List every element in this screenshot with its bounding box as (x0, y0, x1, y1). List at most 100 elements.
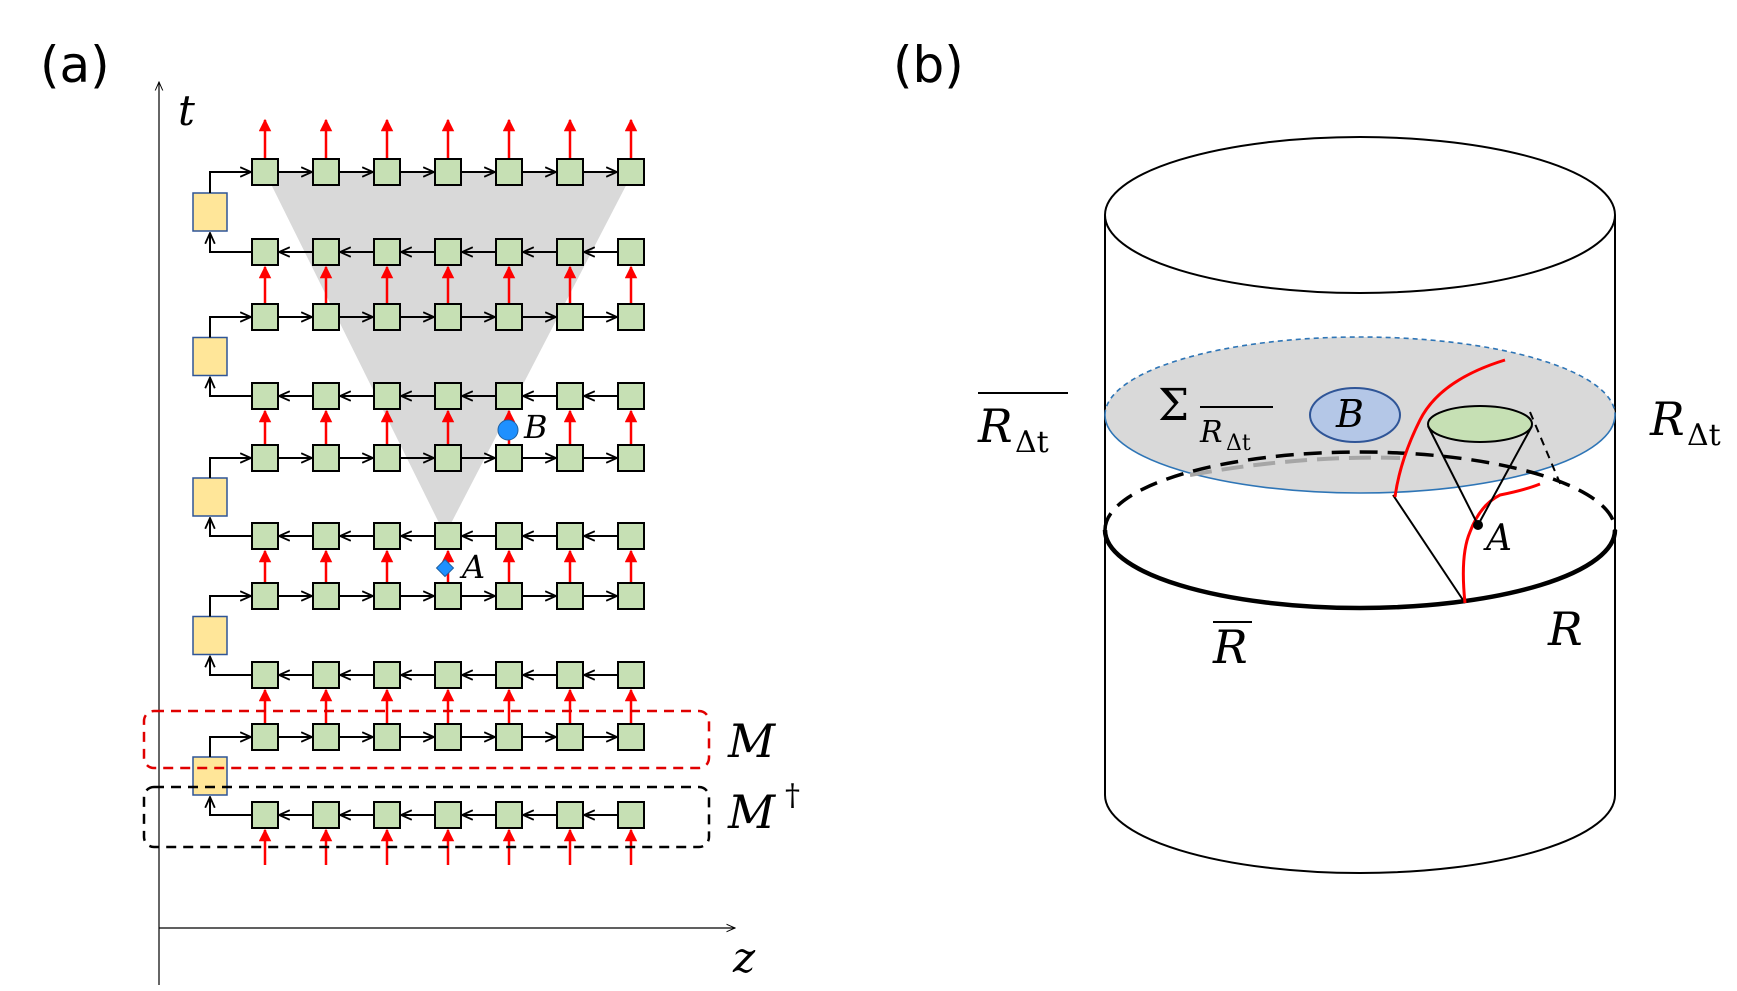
point-b-marker (497, 419, 519, 441)
slice-front-rim (1104, 414, 1616, 494)
r-dt-bar-label: R (977, 399, 1013, 453)
ancilla-wire-in (210, 797, 252, 816)
point-a-marker (435, 558, 455, 578)
tensor-node (556, 303, 584, 331)
tensor-node (495, 582, 523, 610)
tensor-node (251, 382, 279, 410)
tensor-node (556, 522, 584, 550)
rt-curve-lower (1461, 482, 1541, 604)
tensor-node (495, 382, 523, 410)
tensor-node (556, 238, 584, 266)
m-dagger-label: M (727, 785, 777, 839)
t-axis-label: t (178, 86, 195, 135)
r-bar-label: R (1212, 620, 1248, 674)
point-b-label: B (523, 408, 548, 446)
cone-side-right (1477, 425, 1533, 526)
tensor-node (495, 303, 523, 331)
ancilla-box (192, 756, 228, 796)
tensor-node (617, 303, 645, 331)
tensor-node (556, 661, 584, 689)
r-dt-sub: Δt (1687, 418, 1721, 453)
tensor-node (617, 522, 645, 550)
ancilla-box (192, 336, 228, 377)
gray-dashed-curve (1189, 455, 1401, 477)
point-a-label: A (459, 548, 485, 586)
tensor-node (312, 582, 340, 610)
tensor-node (495, 723, 523, 751)
tensor-node (434, 723, 462, 751)
ancilla-wire-in (210, 518, 252, 537)
tensor-node (495, 158, 523, 186)
r-dt-bar-sub: Δt (1015, 425, 1049, 460)
tensor-node (434, 801, 462, 829)
tensor-node (312, 444, 340, 472)
boundary-back-dashed (1103, 450, 1617, 531)
tensor-node (617, 582, 645, 610)
tensor-node (617, 238, 645, 266)
tensor-node (251, 661, 279, 689)
tensor-network (192, 118, 645, 865)
panel-a-label: (a) (40, 36, 110, 94)
tensor-node (617, 801, 645, 829)
ancilla-box (192, 615, 228, 656)
tensor-node (556, 801, 584, 829)
tensor-node (556, 158, 584, 186)
tensor-node (373, 238, 401, 266)
tensor-node (373, 158, 401, 186)
ancilla-box (192, 192, 228, 232)
tensor-node (617, 444, 645, 472)
tensor-node (312, 303, 340, 331)
ancilla-wire-in (210, 378, 252, 397)
tensor-node (251, 158, 279, 186)
tensor-node (556, 382, 584, 410)
slice-back-rim (1104, 336, 1616, 416)
tensor-node (373, 723, 401, 751)
region-b-label: B (1335, 392, 1364, 436)
tensor-node (251, 801, 279, 829)
cylinder-bottom (1104, 794, 1616, 874)
tensor-node (251, 522, 279, 550)
tensor-node (373, 801, 401, 829)
tensor-node (434, 238, 462, 266)
m-box (142, 709, 711, 770)
ancilla-wire-in (210, 233, 252, 253)
cone-side-left (1427, 425, 1479, 526)
tensor-node (312, 522, 340, 550)
sigma-sub-dt: Δt (1226, 431, 1251, 456)
tensor-node (312, 661, 340, 689)
cone-top-ellipse (1427, 405, 1533, 443)
tensor-node (312, 238, 340, 266)
light-cone-shade (265, 172, 633, 535)
r-dt-label: R (1649, 392, 1685, 446)
tensor-node (434, 582, 462, 610)
point-a-label-b: A (1483, 518, 1512, 559)
tensor-node (373, 582, 401, 610)
ancilla-wire-in (210, 657, 252, 676)
sigma-sub-r: R (1199, 415, 1223, 450)
tensor-node (434, 522, 462, 550)
tensor-node (434, 661, 462, 689)
m-label: M (727, 714, 777, 768)
ancilla-wire-out (209, 596, 251, 617)
tensor-node (495, 801, 523, 829)
tensor-node (434, 158, 462, 186)
tensor-node (373, 661, 401, 689)
tensor-node (617, 158, 645, 186)
tensor-node (373, 303, 401, 331)
ancilla-wire-out (209, 172, 251, 193)
tensor-node (495, 444, 523, 472)
tensor-node (251, 582, 279, 610)
ancilla-wire-out (209, 317, 251, 338)
ancilla-wire-out (209, 737, 251, 757)
tensor-node (251, 723, 279, 751)
panel-a: (a) t z A B M M † (40, 36, 800, 985)
tensor-node (434, 444, 462, 472)
tensor-node (434, 382, 462, 410)
z-axis-label: z (732, 933, 756, 982)
tensor-node (312, 801, 340, 829)
tensor-node (251, 444, 279, 472)
tensor-node (373, 444, 401, 472)
ancilla-wire-out (209, 458, 251, 478)
tensor-node (312, 382, 340, 410)
tensor-node (495, 661, 523, 689)
